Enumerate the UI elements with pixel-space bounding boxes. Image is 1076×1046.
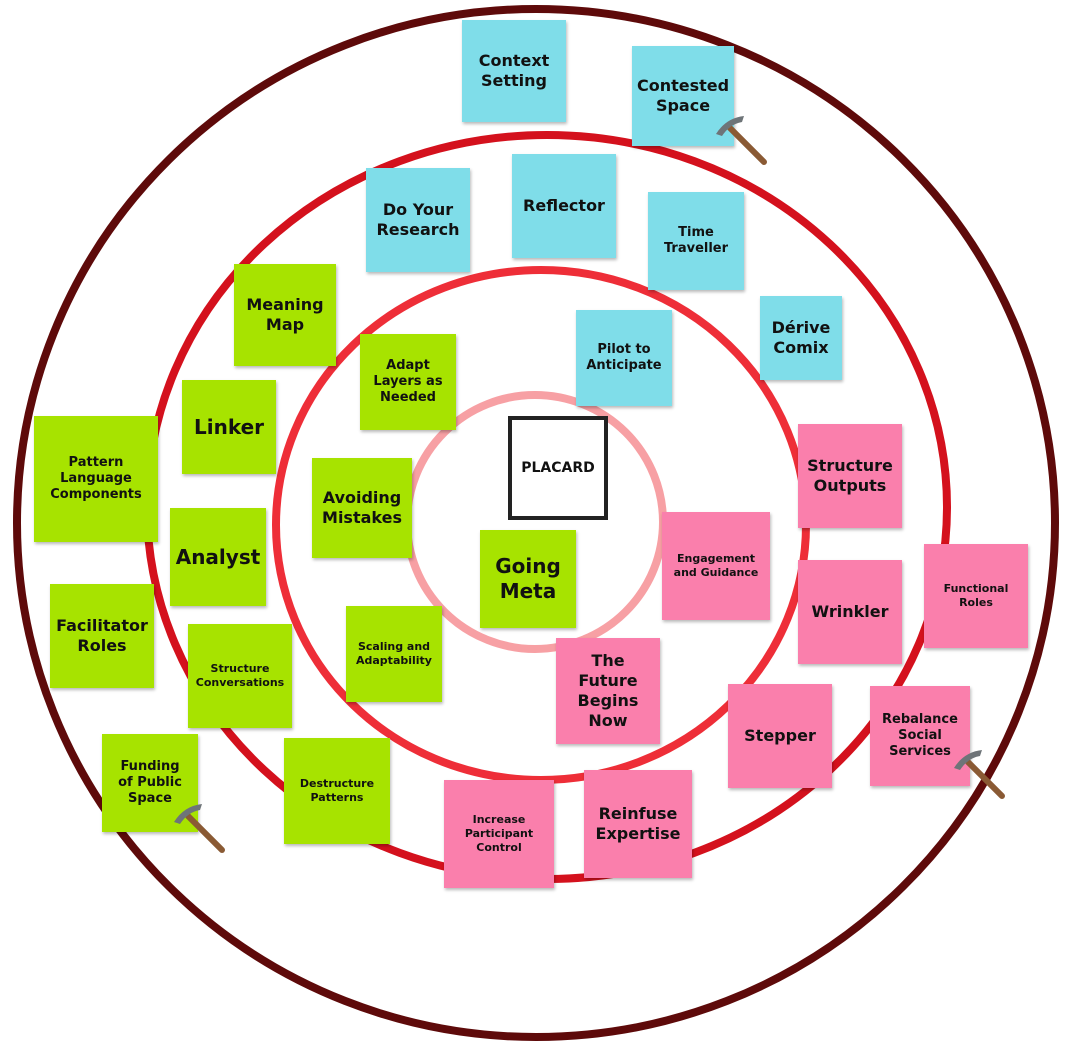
note-structure-conversations[interactable]: Structure Conversations [188, 624, 292, 728]
note-wrinkler[interactable]: Wrinkler [798, 560, 902, 664]
note-analyst[interactable]: Analyst [170, 508, 266, 606]
note-adapt-layers-label: Adapt Layers as Needed [373, 357, 443, 406]
note-stepper[interactable]: Stepper [728, 684, 832, 788]
note-contested-space[interactable]: Contested Space [632, 46, 734, 146]
note-reflector-label: Reflector [523, 196, 605, 215]
note-time-traveller[interactable]: Time Traveller [648, 192, 744, 290]
note-linker[interactable]: Linker [182, 380, 276, 474]
note-wrinkler-label: Wrinkler [811, 602, 889, 621]
note-future-begins-now[interactable]: The Future Begins Now [556, 638, 660, 744]
note-derive-comix-label: Dérive Comix [771, 318, 831, 357]
note-do-your-research-label: Do Your Research [376, 200, 460, 239]
note-structure-conversations-label: Structure Conversations [195, 662, 285, 689]
note-destructure-patterns-label: Destructure Patterns [299, 777, 375, 804]
note-going-meta-label: Going Meta [495, 554, 561, 603]
note-functional-roles-label: Functional Roles [943, 582, 1009, 609]
note-pilot-to-anticipate[interactable]: Pilot to Anticipate [576, 310, 672, 406]
pickaxe-icon [716, 116, 767, 165]
note-future-begins-now-label: The Future Begins Now [577, 651, 639, 730]
note-facilitator-roles[interactable]: Facilitator Roles [50, 584, 154, 688]
note-meaning-map-label: Meaning Map [246, 295, 324, 334]
note-avoiding-mistakes-label: Avoiding Mistakes [322, 488, 402, 527]
note-increase-participant-label: Increase Participant Control [464, 813, 534, 854]
note-derive-comix[interactable]: Dérive Comix [760, 296, 842, 380]
note-engagement-guidance[interactable]: Engagement and Guidance [662, 512, 770, 620]
note-scaling-adaptability[interactable]: Scaling and Adaptability [346, 606, 442, 702]
note-do-your-research[interactable]: Do Your Research [366, 168, 470, 272]
note-context-setting[interactable]: Context Setting [462, 20, 566, 122]
note-functional-roles[interactable]: Functional Roles [924, 544, 1028, 648]
note-pilot-to-anticipate-label: Pilot to Anticipate [586, 341, 662, 373]
pickaxe-icon [174, 804, 225, 853]
note-time-traveller-label: Time Traveller [663, 224, 729, 256]
note-reinfuse-expertise-label: Reinfuse Expertise [595, 804, 681, 843]
note-facilitator-roles-label: Facilitator Roles [56, 616, 148, 655]
note-reinfuse-expertise[interactable]: Reinfuse Expertise [584, 770, 692, 878]
note-pattern-language-label: Pattern Language Components [50, 454, 142, 503]
note-structure-outputs[interactable]: Structure Outputs [798, 424, 902, 528]
note-analyst-label: Analyst [175, 544, 261, 569]
note-scaling-adaptability-label: Scaling and Adaptability [356, 640, 432, 667]
note-funding-public-space-label: Funding of Public Space [118, 758, 182, 807]
note-meaning-map[interactable]: Meaning Map [234, 264, 336, 366]
note-adapt-layers[interactable]: Adapt Layers as Needed [360, 334, 456, 430]
note-rebalance-social[interactable]: Rebalance Social Services [870, 686, 970, 786]
note-stepper-label: Stepper [744, 726, 816, 745]
note-rebalance-social-label: Rebalance Social Services [882, 711, 958, 760]
note-pattern-language[interactable]: Pattern Language Components [34, 416, 158, 542]
outer-ring [13, 5, 1059, 1041]
pickaxe-icon [954, 750, 1005, 799]
note-increase-participant[interactable]: Increase Participant Control [444, 780, 554, 888]
note-structure-outputs-label: Structure Outputs [807, 456, 893, 495]
note-context-setting-label: Context Setting [478, 51, 550, 90]
note-going-meta[interactable]: Going Meta [480, 530, 576, 628]
note-linker-label: Linker [193, 414, 265, 439]
note-destructure-patterns[interactable]: Destructure Patterns [284, 738, 390, 844]
placard: PLACARD [508, 416, 608, 520]
note-contested-space-label: Contested Space [636, 76, 730, 115]
note-avoiding-mistakes[interactable]: Avoiding Mistakes [312, 458, 412, 558]
note-engagement-guidance-label: Engagement and Guidance [673, 552, 759, 579]
note-reflector[interactable]: Reflector [512, 154, 616, 258]
